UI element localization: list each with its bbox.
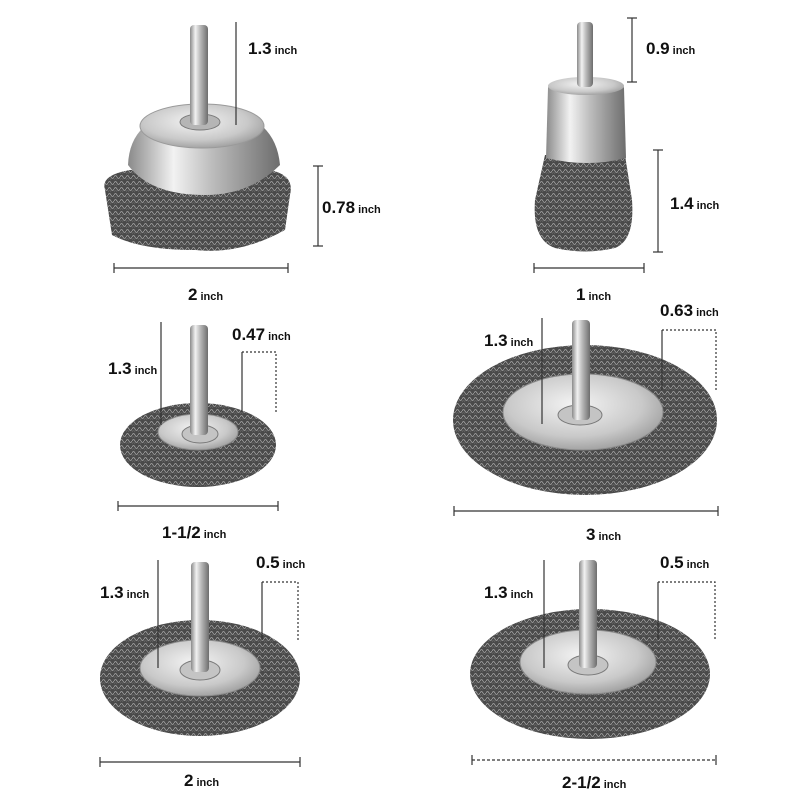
end-brush	[534, 22, 633, 252]
dimension-lines	[99, 17, 719, 767]
cup-brush	[104, 25, 291, 251]
wheel-brush-medium-large	[470, 560, 710, 739]
wheel-brush-medium	[100, 562, 300, 736]
wheel-brush-small	[120, 325, 276, 487]
wheel-brush-large	[453, 320, 717, 495]
